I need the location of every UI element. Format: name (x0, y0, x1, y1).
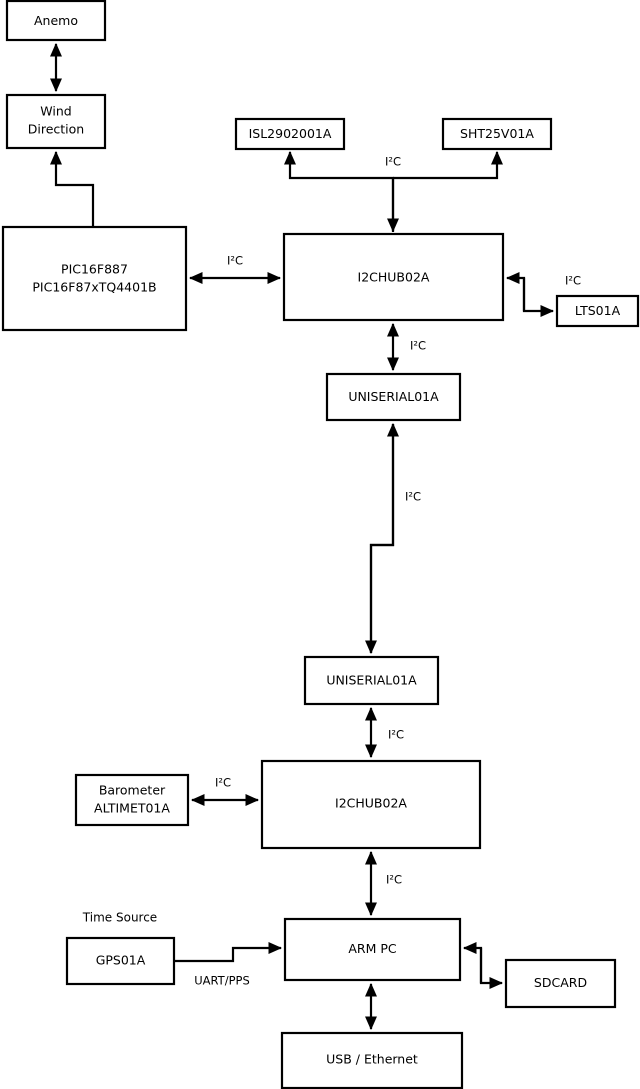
node-usb-ethernet-label: USB / Ethernet (326, 1052, 418, 1067)
node-isl2902001a[interactable]: ISL2902001A (234, 117, 346, 151)
edge-label-i2c-uniser-hub2: I²C (388, 728, 404, 742)
node-barometer-label-line1: Barometer (99, 783, 166, 798)
edge-label-i2c-uniser-link: I²C (405, 490, 421, 504)
node-pic[interactable]: PIC16F887 PIC16F87xTQ4401B (1, 225, 188, 332)
node-uniserial01a-lower[interactable]: UNISERIAL01A (303, 655, 440, 706)
edge-label-i2c-pic-hub: I²C (227, 254, 243, 268)
node-barometer-label-line2: ALTIMET01A (94, 801, 170, 816)
node-i2chub02a-bottom-label: I2CHUB02A (335, 796, 407, 811)
node-sht25v01a[interactable]: SHT25V01A (441, 117, 553, 151)
node-wind-direction-label-line1: Wind (40, 104, 71, 119)
label-time-source: Time Source (82, 911, 157, 925)
edge-bus-sht (393, 150, 504, 180)
node-gps01a[interactable]: GPS01A (65, 936, 176, 986)
node-arm-pc-label: ARM PC (348, 941, 397, 956)
node-wind-direction-label-line2: Direction (28, 122, 84, 137)
connectors (49, 42, 555, 1031)
node-wind-direction[interactable]: Wind Direction (5, 93, 107, 150)
node-i2chub02a-bottom[interactable]: I2CHUB02A (260, 759, 482, 850)
edge-label-uart-pps: UART/PPS (194, 974, 250, 988)
edge-uniserial-link-up (369, 422, 400, 653)
node-barometer[interactable]: Barometer ALTIMET01A (74, 773, 190, 827)
edge-label-i2c-baro-hub2: I²C (215, 776, 231, 790)
edge-uniserial-link-down (364, 424, 395, 655)
node-uniserial01a-upper[interactable]: UNISERIAL01A (325, 372, 462, 422)
edge-label-i2c-hub-lts: I²C (565, 274, 581, 288)
node-sdcard-label: SDCARD (534, 975, 587, 990)
edge-sdcard-to-armpc (462, 941, 483, 983)
node-gps01a-label: GPS01A (96, 953, 146, 968)
node-uniserial01a-lower-label: UNISERIAL01A (326, 673, 417, 688)
edge-lts-to-hubtop (505, 271, 526, 311)
edge-label-i2c-hub2-armpc: I²C (386, 873, 402, 887)
node-i2chub02a-top-label: I2CHUB02A (358, 270, 430, 285)
node-anemo[interactable]: Anemo (5, 0, 107, 42)
node-arm-pc[interactable]: ARM PC (283, 917, 462, 982)
node-pic-label-line2: PIC16F87xTQ4401B (32, 280, 156, 295)
node-isl2902001a-label: ISL2902001A (249, 126, 332, 141)
edge-label-i2c-hub-uniser: I²C (410, 339, 426, 353)
node-usb-ethernet[interactable]: USB / Ethernet (280, 1031, 464, 1089)
node-sdcard[interactable]: SDCARD (504, 958, 617, 1009)
edge-gps-armpc (174, 941, 283, 963)
node-sht25v01a-label: SHT25V01A (460, 126, 534, 141)
edge-pic-wind (49, 150, 95, 227)
node-lts01a-label: LTS01A (575, 303, 621, 318)
edge-hubtop-to-lts (522, 278, 555, 318)
node-lts01a[interactable]: LTS01A (555, 294, 640, 328)
edge-hubtop-bus (283, 150, 395, 232)
node-anemo-label: Anemo (34, 13, 78, 28)
node-i2chub02a-top[interactable]: I2CHUB02A (282, 232, 505, 322)
edge-label-i2c-sensors-top: I²C (385, 155, 401, 169)
node-pic-label-line1: PIC16F887 (61, 262, 128, 277)
node-uniserial01a-upper-label: UNISERIAL01A (348, 389, 439, 404)
edge-armpc-to-sdcard (479, 948, 504, 990)
